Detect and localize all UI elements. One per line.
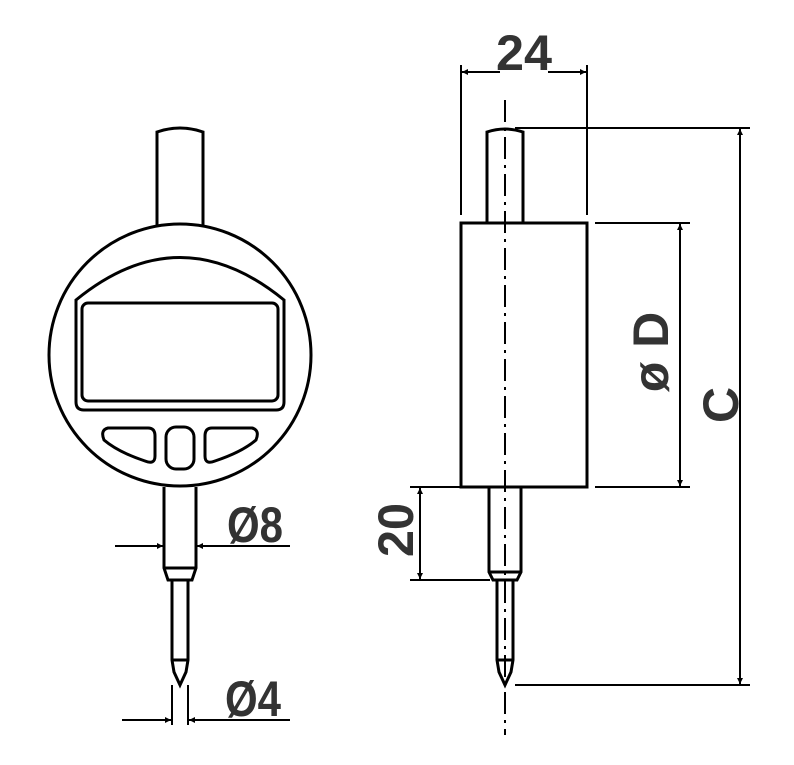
lower-stem [162, 487, 198, 582]
label-diameter: ø D [623, 312, 679, 393]
dimension-stem-8: Ø8 [115, 497, 290, 553]
dial-body [47, 222, 313, 488]
side-probe [495, 580, 515, 689]
probe [170, 580, 190, 689]
label-travel: 20 [368, 503, 424, 557]
dimension-width-24: 24 [460, 25, 588, 215]
bezel [74, 256, 286, 412]
side-lower-stem [487, 487, 523, 582]
side-body [459, 221, 589, 489]
label-width: 24 [496, 25, 552, 81]
front-view: Ø8 Ø4 [47, 126, 313, 727]
side-view: 24 ø D C 20 [368, 25, 750, 735]
dimension-probe-4: Ø4 [122, 671, 290, 727]
left-button [101, 426, 157, 464]
label-probe-diameter: Ø4 [225, 671, 281, 727]
dimension-diameter-d: ø D [595, 222, 690, 488]
label-stem-diameter: Ø8 [227, 497, 283, 553]
middle-button [164, 425, 196, 471]
side-top-stem [485, 127, 525, 223]
top-stem [155, 126, 205, 225]
dimension-travel-20: 20 [368, 486, 490, 581]
lcd-display [80, 301, 280, 403]
dimension-length-c: C [515, 127, 750, 686]
right-button [203, 426, 259, 464]
label-length: C [693, 387, 749, 423]
